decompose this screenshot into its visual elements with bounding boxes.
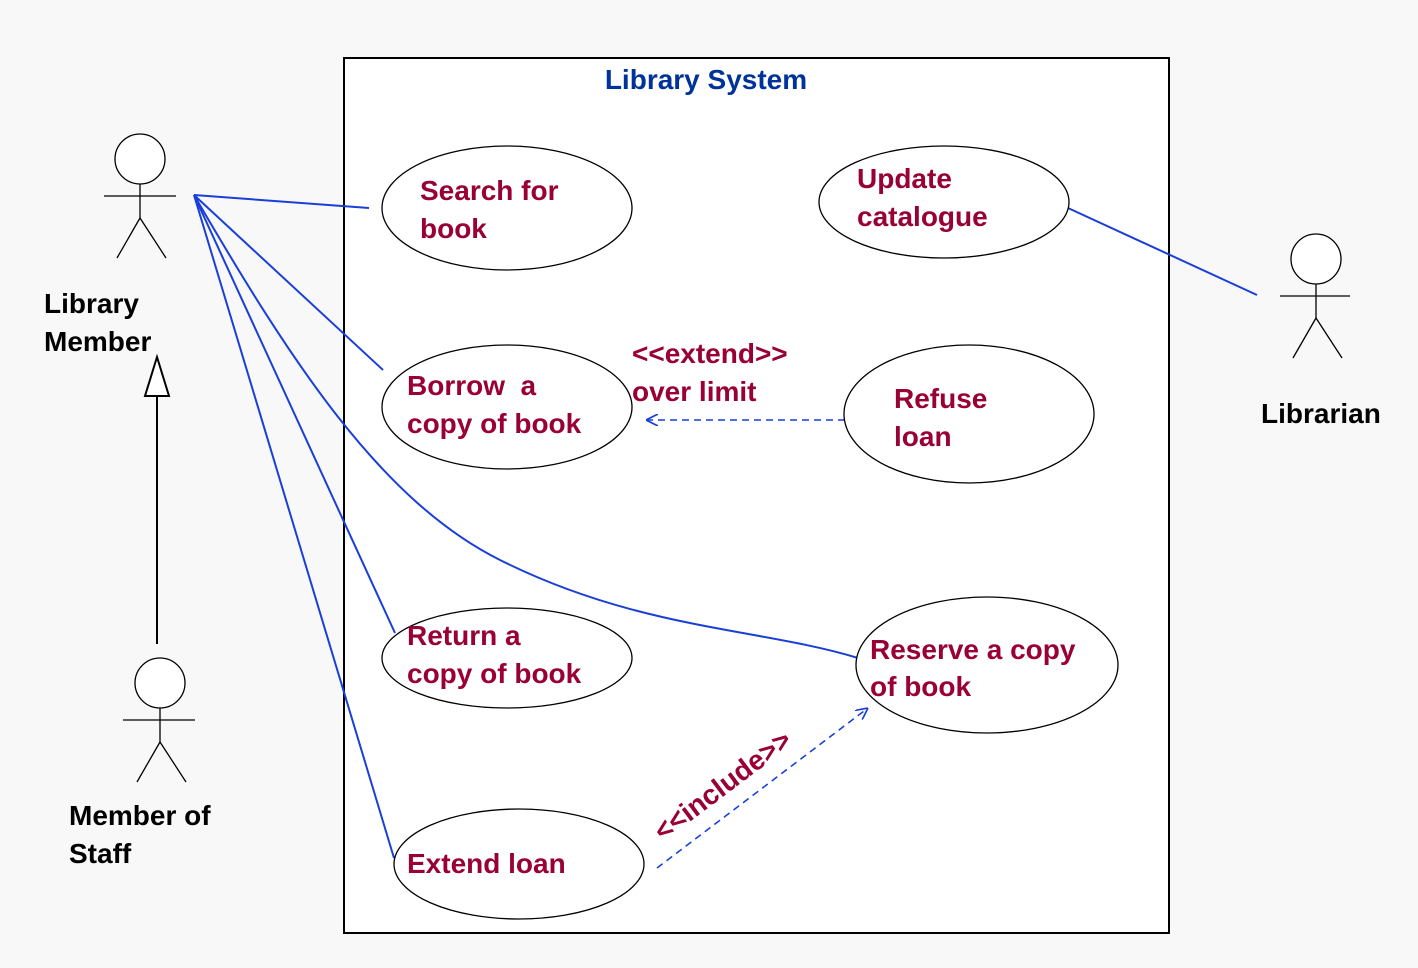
use-case-borrow-label-2: copy of book xyxy=(407,408,582,439)
assoc-member-borrow xyxy=(193,194,384,371)
assoc-member-extend xyxy=(193,194,395,859)
use-case-extend-label: Extend loan xyxy=(407,848,566,879)
use-case-refuse-label-2: loan xyxy=(894,421,952,452)
use-case-update-label-1: Update xyxy=(857,163,952,194)
assoc-member-reserve xyxy=(193,194,859,659)
actor-library-member-label-2: Member xyxy=(44,326,151,357)
include-relation-arrow xyxy=(656,708,868,869)
actor-librarian-label: Librarian xyxy=(1261,398,1381,429)
use-case-reserve-label-1: Reserve a copy xyxy=(870,634,1076,665)
use-cases xyxy=(381,145,1119,920)
use-case-update-label-2: catalogue xyxy=(857,201,988,232)
use-case-return-label-1: Return a xyxy=(407,620,521,651)
use-case-return-label-2: copy of book xyxy=(407,658,582,689)
use-case-reserve-ellipse xyxy=(855,596,1119,734)
actor-librarian xyxy=(1280,233,1350,359)
use-case-borrow-label-1: Borrow a xyxy=(407,370,537,401)
generalization-arrowhead xyxy=(143,353,171,397)
actor-library-member-head xyxy=(114,133,166,185)
use-case-borrow-ellipse xyxy=(381,344,633,470)
actor-library-member-label-1: Library xyxy=(44,288,139,319)
use-case-refuse-label-1: Refuse xyxy=(894,383,987,414)
use-case-return-ellipse xyxy=(381,607,633,709)
use-case-search-ellipse xyxy=(381,145,633,271)
extend-label: <<extend>> xyxy=(632,338,788,369)
use-case-update-ellipse xyxy=(818,145,1070,259)
use-case-extend-ellipse xyxy=(393,808,645,920)
assoc-member-return xyxy=(193,194,396,634)
actor-librarian-head xyxy=(1290,233,1342,285)
use-case-search-label-2: book xyxy=(420,213,487,244)
actor-member-of-staff-head xyxy=(134,657,186,709)
actor-member-of-staff-label-1: Member of xyxy=(69,800,211,831)
actor-member-of-staff xyxy=(123,657,195,783)
extend-condition-label: over limit xyxy=(632,376,756,407)
use-case-search-label-1: Search for xyxy=(420,175,559,206)
assoc-member-search xyxy=(193,194,370,209)
actor-member-of-staff-label-2: Staff xyxy=(69,838,132,869)
use-case-reserve-label-2: of book xyxy=(870,671,972,702)
associations xyxy=(193,194,1258,859)
actor-library-member xyxy=(104,133,176,259)
use-case-refuse-ellipse xyxy=(843,344,1095,484)
system-title: Library System xyxy=(605,64,807,95)
assoc-librarian-update xyxy=(1067,207,1258,296)
